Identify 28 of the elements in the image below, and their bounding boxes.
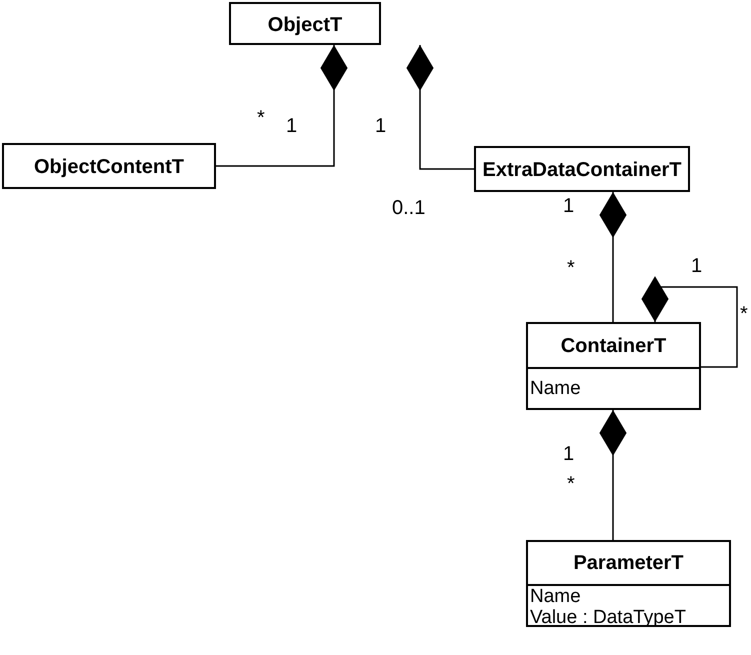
class-name: ContainerT: [560, 336, 666, 356]
composition-line: [599, 192, 627, 322]
attribute-text: Name: [530, 586, 582, 607]
class-box: [2, 143, 216, 189]
multiplicity-label: 1: [563, 196, 574, 216]
class-name: ObjectContentT: [34, 157, 184, 177]
class-name: ExtraDataContainerT: [482, 160, 682, 180]
composition-line: [216, 45, 348, 167]
multiplicity-label: 1: [563, 444, 574, 464]
multiplicity-label: *: [567, 474, 575, 494]
class-name: ParameterT: [573, 553, 684, 573]
composition-line: [641, 276, 738, 368]
attribute-text: Name: [530, 378, 582, 399]
class-box: [474, 146, 690, 192]
multiplicity-label: *: [257, 108, 265, 128]
multiplicity-label: 1: [286, 116, 298, 136]
class-box: [526, 540, 731, 627]
multiplicity-label: 1: [375, 116, 386, 136]
composition-line: [599, 410, 627, 540]
multiplicity-label: 1: [691, 256, 702, 276]
class-box: [526, 322, 701, 410]
multiplicity-label: 0..1: [392, 198, 426, 218]
multiplicity-label: *: [567, 258, 575, 278]
attribute-text: Value : DataTypeT: [530, 607, 687, 628]
class-box: [229, 2, 381, 45]
composition-line: [406, 45, 474, 170]
multiplicity-label: *: [740, 304, 748, 324]
class-name: ObjectT: [268, 14, 342, 34]
